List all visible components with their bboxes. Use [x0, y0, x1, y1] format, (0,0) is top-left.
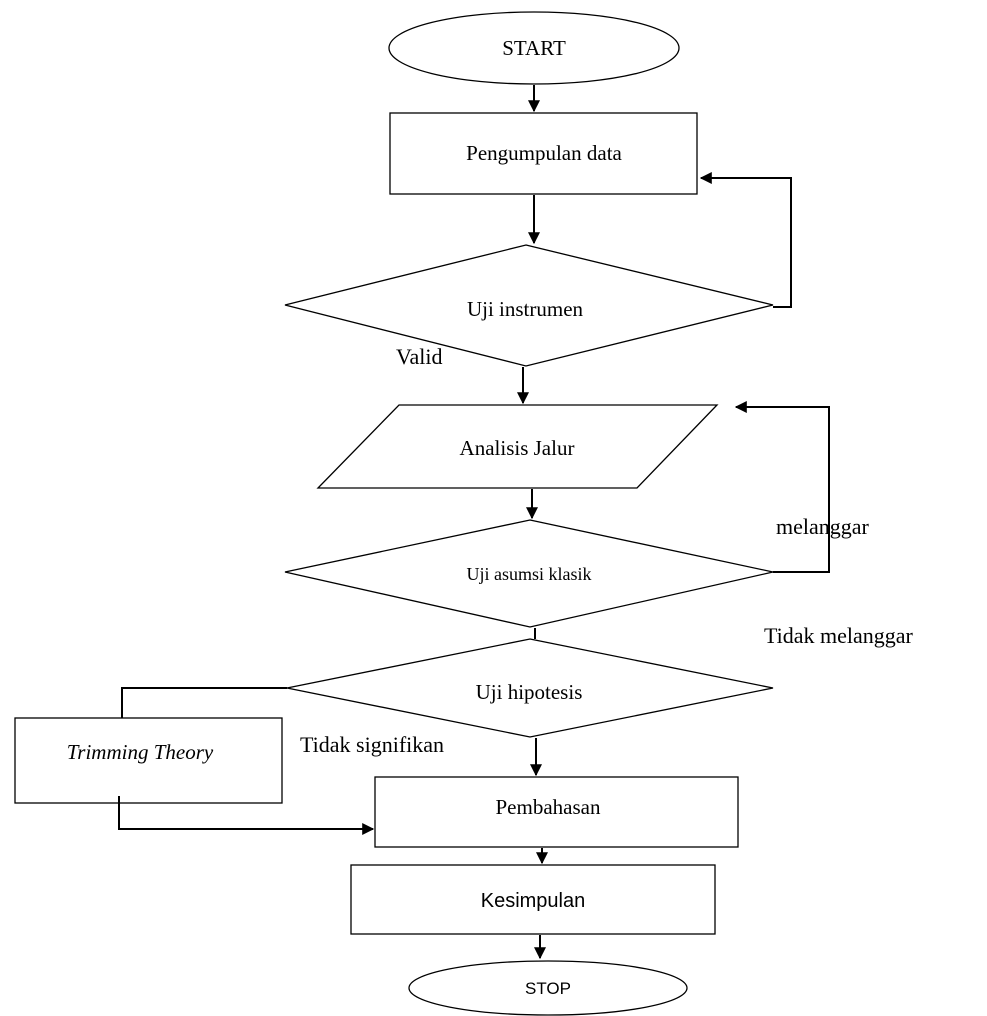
- start-terminator: START: [388, 11, 680, 85]
- trimming-theory-process: Trimming Theory: [14, 717, 283, 804]
- stop-terminator: STOP: [408, 960, 688, 1016]
- uji-instrumen-label: Uji instrumen: [467, 297, 584, 321]
- uji-instrumen-decision: Uji instrumen: [284, 244, 774, 367]
- pembahasan-process: Pembahasan: [374, 776, 739, 848]
- analisis-jalur-label: Analisis Jalur: [460, 436, 575, 460]
- edge-label-tidak-signifikan: Tidak signifikan: [300, 732, 444, 757]
- edge-label-tidak-melanggar: Tidak melanggar: [764, 623, 914, 648]
- edge-label-melanggar: melanggar: [776, 514, 870, 539]
- kesimpulan-label: Kesimpulan: [481, 890, 586, 912]
- uji-asumsi-decision: Uji asumsi klasik: [284, 519, 774, 628]
- pembahasan-label: Pembahasan: [496, 795, 601, 819]
- kesimpulan-process: Kesimpulan: [350, 864, 716, 935]
- pengumpulan-data-process: Pengumpulan data: [389, 112, 698, 195]
- uji-asumsi-label: Uji asumsi klasik: [467, 564, 592, 584]
- uji-hipotesis-decision: Uji hipotesis: [286, 638, 774, 738]
- arrow-melanggar-loop: [734, 401, 830, 573]
- line-uji-hipotesis-to-trimming: [121, 687, 287, 718]
- pengumpulan-data-label: Pengumpulan data: [466, 141, 622, 165]
- uji-hipotesis-label: Uji hipotesis: [476, 680, 583, 704]
- arrow-trimming-to-pembahasan: [118, 796, 375, 835]
- analisis-jalur-io: Analisis Jalur: [316, 404, 719, 489]
- arrow-uji-instrumen-loop: [699, 172, 792, 308]
- trimming-theory-label: Trimming Theory: [67, 740, 214, 764]
- edge-label-valid: Valid: [396, 344, 442, 369]
- start-label: START: [502, 36, 566, 60]
- stop-label: STOP: [525, 979, 571, 998]
